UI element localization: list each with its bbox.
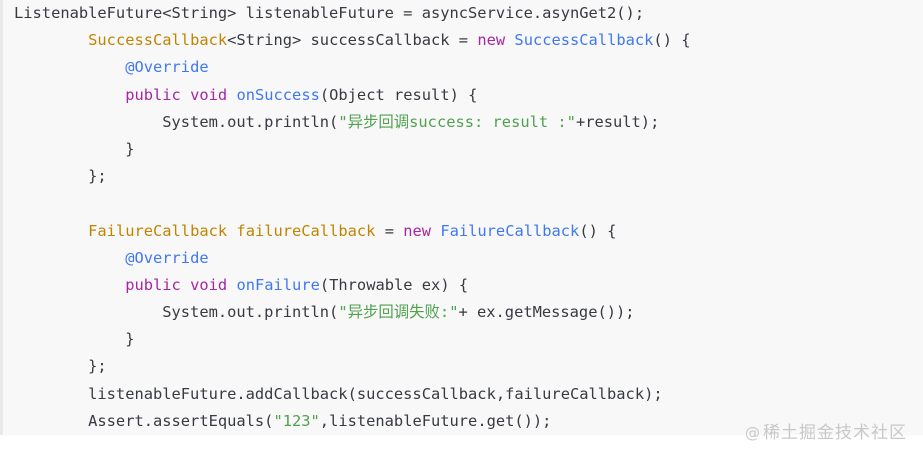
code-line: }; [14, 163, 691, 190]
code-token-kw: new [477, 31, 506, 50]
code-token-plain: <String> successCallback = [227, 31, 478, 50]
code-token-plain: }; [14, 357, 107, 376]
code-token-plain: ,listenableFuture.get()); [319, 411, 552, 430]
code-line: System.out.println("异步回调success: result … [14, 109, 691, 136]
code-token-str: "123" [273, 411, 320, 430]
code-line: SuccessCallback<String> successCallback … [14, 27, 691, 54]
code-line: } [14, 136, 691, 163]
code-token-type: FailureCallback [88, 221, 228, 240]
code-line [14, 190, 691, 217]
watermark: @稀土掘金技术社区 [745, 418, 907, 443]
code-token-plain [14, 222, 88, 240]
code-token-plain [181, 86, 190, 104]
watermark-prefix: @ [745, 424, 761, 442]
code-line: System.out.println("异步回调失败:"+ ex.getMess… [14, 299, 691, 326]
code-lines: ListenableFuture<String> listenableFutur… [14, 0, 691, 435]
code-token-kw: public [125, 85, 181, 104]
code-token-plain: } [14, 330, 135, 349]
code-token-class: FailureCallback [440, 221, 580, 240]
code-token-plain: Assert.assertEquals( [14, 411, 274, 430]
code-token-plain: }; [14, 167, 107, 186]
code-line: } [14, 326, 691, 353]
code-token-plain: System.out.println( [14, 112, 339, 131]
code-token-str: "异步回调失败:" [338, 303, 459, 322]
code-line: FailureCallback failureCallback = new Fa… [14, 218, 691, 245]
code-token-plain [14, 249, 125, 267]
code-token-plain: () { [579, 221, 617, 240]
code-token-plain: ListenableFuture<String> listenableFutur… [14, 4, 645, 22]
code-token-plain [431, 222, 440, 240]
code-token-plain: System.out.println( [14, 303, 339, 322]
code-token-type: SuccessCallback [88, 31, 228, 50]
code-line: listenableFuture.addCallback(successCall… [14, 381, 691, 408]
code-token-plain [14, 86, 125, 104]
code-token-plain: +result); [575, 112, 660, 131]
code-line: ListenableFuture<String> listenableFutur… [14, 0, 691, 27]
code-token-fn: onSuccess [236, 85, 320, 104]
code-token-type: failureCallback [236, 221, 376, 240]
code-line: Assert.assertEquals("123",listenableFutu… [14, 408, 691, 435]
code-token-kw: void [190, 275, 228, 294]
code-token-str: "异步回调success: result :" [338, 112, 576, 131]
code-line: @Override [14, 54, 691, 81]
code-token-plain [181, 276, 190, 294]
code-token-plain: } [14, 139, 135, 158]
code-token-class: SuccessCallback [514, 31, 654, 50]
code-line: public void onFailure(Throwable ex) { [14, 272, 691, 299]
code-token-plain [14, 31, 88, 49]
code-token-plain [14, 58, 125, 76]
code-line: public void onSuccess(Object result) { [14, 82, 691, 109]
code-block: ListenableFuture<String> listenableFutur… [0, 0, 691, 435]
code-token-ann: @Override [125, 248, 209, 267]
code-token-plain [14, 276, 125, 294]
code-line: @Override [14, 245, 691, 272]
code-token-kw: void [190, 85, 228, 104]
code-token-plain: (Object result) { [319, 85, 478, 104]
code-token-ann: @Override [125, 58, 209, 77]
code-token-plain: () { [653, 31, 691, 50]
watermark-text: 稀土掘金技术社区 [763, 423, 907, 443]
code-token-kw: new [403, 221, 432, 240]
code-token-fn: onFailure [236, 275, 320, 294]
code-token-kw: public [125, 275, 181, 294]
code-token-plain: (Throwable ex) { [319, 275, 469, 294]
code-line: }; [14, 353, 691, 380]
code-token-plain: + ex.getMessage()); [458, 303, 635, 322]
code-token-plain: listenableFuture.addCallback(successCall… [14, 384, 663, 403]
code-token-plain: = [375, 221, 404, 240]
